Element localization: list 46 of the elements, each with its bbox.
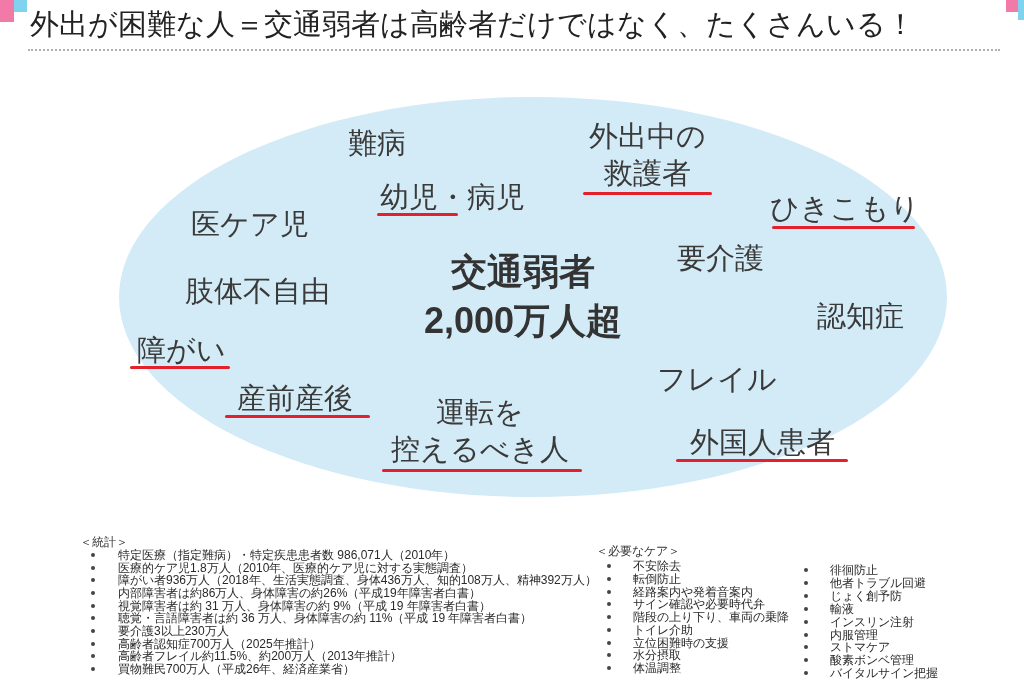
page-title: 外出が困難な人＝交通弱者は高齢者だけではなく、たくさんいる！: [30, 7, 915, 42]
section-heading: ＜統計＞: [80, 535, 128, 549]
group-label: 産前産後: [237, 383, 353, 413]
group-label: 肢体不自由: [184, 276, 330, 306]
group-label: 幼児・病児: [379, 182, 525, 212]
list-item-text: 不安除去: [633, 559, 681, 573]
group-label: 外国人患者: [689, 427, 835, 457]
group-label: フレイル: [657, 364, 777, 394]
list-item-text: 他者トラブル回避: [830, 576, 926, 590]
group-label: 運転を控えるべき人: [391, 395, 569, 467]
list-item-text: 転倒防止: [633, 572, 681, 585]
group-label: 要介護: [676, 243, 764, 273]
list-item-text: インスリン注射: [830, 615, 914, 628]
list-item-text: バイタルサイン把握: [830, 666, 938, 680]
list-item-text: 医療的ケア児1.8万人（2010年、医療的ケア児に対する実態調査）: [118, 561, 474, 574]
group-label: 難病: [348, 128, 406, 158]
group-label: 医ケア児: [191, 209, 309, 239]
list-item-text: 酸素ボンベ管理: [830, 654, 914, 667]
center-heading: 交通弱者: [451, 250, 595, 294]
list-item-text: じょく創予防: [830, 589, 902, 603]
list-item-text: 水分摂取: [633, 649, 681, 662]
list-item-text: 高齢者認知症700万人（2025年推計）: [118, 637, 321, 650]
list-item-text: 要介護3以上230万人: [118, 624, 229, 638]
list-item-text: 徘徊防止: [830, 563, 878, 577]
list-item-text: 視覚障害者は約 31 万人、身体障害の約 9%（平成 19 年障害者白書）: [118, 599, 491, 612]
list-item-text: 買物難民700万人（平成26年、経済産業省）: [118, 662, 356, 676]
list-item-text: ストマケア: [830, 641, 890, 654]
group-label: 障がい: [136, 335, 226, 365]
section-heading: ＜必要なケア＞: [596, 544, 680, 558]
list-item-text: 障がい者936万人（2018年、生活実態調査、身体436万人、知的108万人、精神392万人）: [118, 574, 597, 587]
center-heading: 2,000万人超: [423, 299, 623, 343]
list-item-text: 内服管理: [830, 628, 878, 641]
list-item-text: 聴覚・言語障害者は約 36 万人、身体障害の約 11%（平成 19 年障害者白書）: [118, 612, 533, 625]
list-item-text: 特定医療（指定難病）・特定疾患患者数 986,071人（2010年）: [118, 548, 456, 562]
list-item-text: 輸液: [830, 602, 854, 615]
list-item-text: 経路案内や発着音案内: [633, 585, 753, 598]
group-label: 外出中の救護者: [588, 119, 706, 191]
group-label: 認知症: [816, 301, 904, 331]
list-item-text: 階段の上り下り、車両の乗降: [633, 610, 789, 624]
list-item-text: サイン確認や必要時代弁: [633, 598, 765, 611]
list-item-text: 体温調整: [633, 661, 681, 675]
group-label: ひきこもり: [770, 193, 920, 223]
list-item-text: 内部障害者は約86万人、身体障害の約26%（平成19年障害者白書）: [118, 586, 481, 600]
list-item-text: 立位困難時の支援: [633, 636, 729, 649]
list-item-text: トイレ介助: [633, 623, 693, 636]
list-item-text: 高齢者フレイル約11.5%、約200万人（2013年推計）: [118, 650, 402, 663]
